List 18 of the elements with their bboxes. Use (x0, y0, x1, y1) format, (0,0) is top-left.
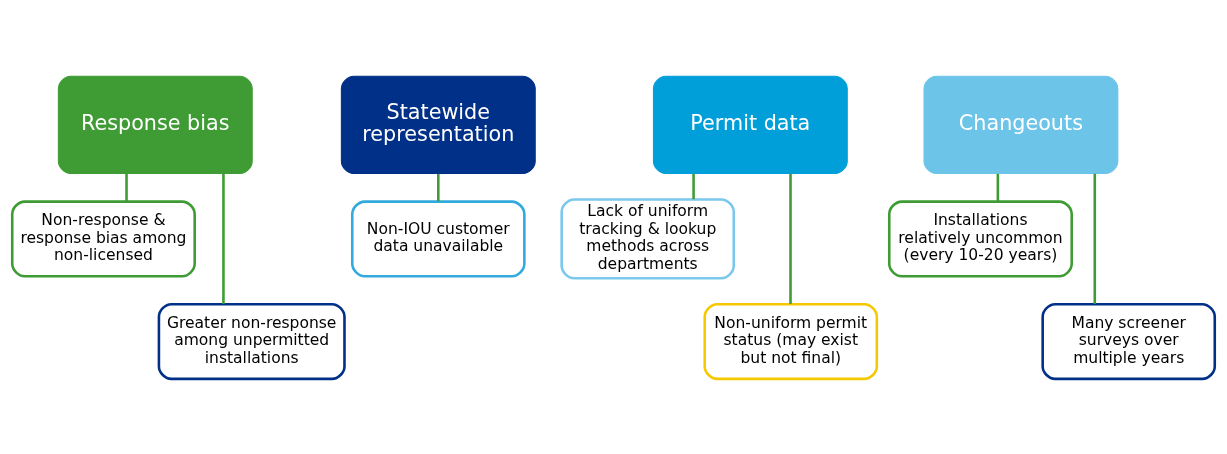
node-box: Many screener surveys over multiple years (1041, 302, 1217, 380)
node-box: Permit data (652, 75, 848, 174)
connector (1093, 173, 1097, 304)
node-box: Installations relatively uncommon (every 10-20 years) (887, 199, 1073, 277)
node-box: Greater non-response among unpermitted installations (157, 302, 346, 380)
node-box: Changeouts (923, 75, 1119, 174)
node-box: Non-IOU customer data unavailable (350, 199, 526, 277)
node-box: Statewide representation (340, 75, 536, 174)
connector (222, 173, 225, 304)
connector (692, 173, 695, 199)
connector (125, 173, 128, 201)
connector (996, 173, 1000, 201)
node-box: Response bias (57, 75, 253, 174)
node-box: Non-uniform permit status (may exist but not final) (703, 302, 879, 380)
connector (789, 173, 792, 304)
connector (437, 173, 440, 201)
node-box: Non-response & response bias among non-licensed (10, 199, 196, 277)
node-box: Lack of uniform tracking & lookup methods across departments (560, 197, 736, 280)
